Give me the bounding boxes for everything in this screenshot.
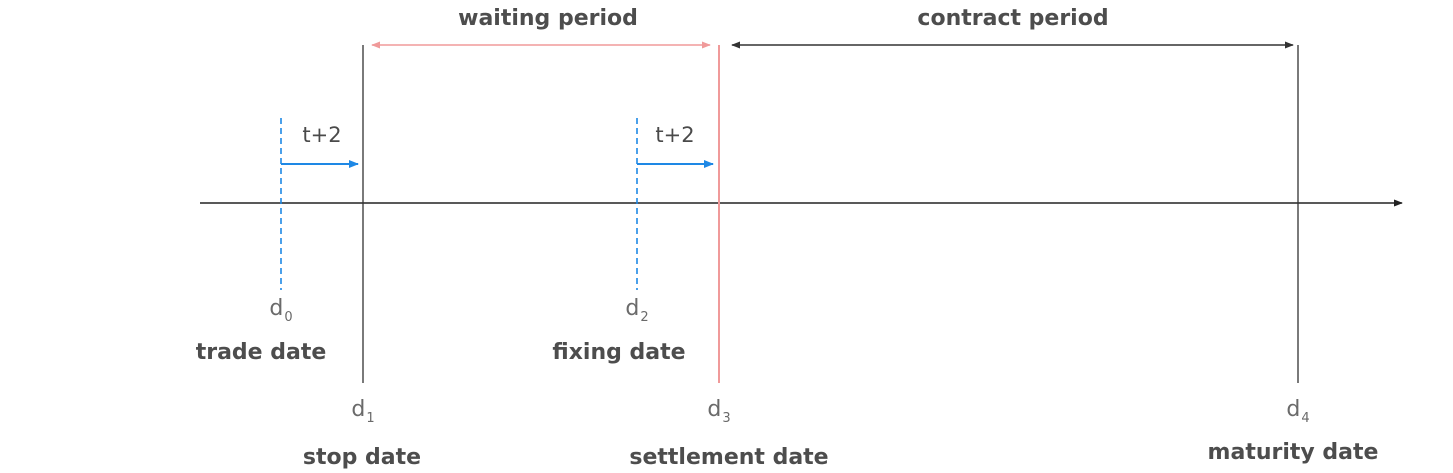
offset-label-second: t+2: [655, 123, 695, 147]
d4-symbol: d4: [1286, 397, 1310, 426]
contract-period-label: contract period: [917, 6, 1109, 31]
d3-symbol: d3: [707, 397, 731, 426]
fixing-date-label: fixing date: [552, 340, 686, 365]
offset-label-first: t+2: [302, 123, 342, 147]
d0-symbol: d0: [269, 296, 293, 325]
d2-symbol: d2: [625, 296, 649, 325]
settlement-date-label: settlement date: [629, 445, 829, 470]
d1-symbol: d1: [351, 397, 375, 426]
maturity-date-label: maturity date: [1207, 440, 1379, 465]
stop-date-label: stop date: [302, 445, 422, 470]
waiting-period-label: waiting period: [458, 6, 638, 31]
trade-date-label: trade date: [195, 340, 327, 365]
